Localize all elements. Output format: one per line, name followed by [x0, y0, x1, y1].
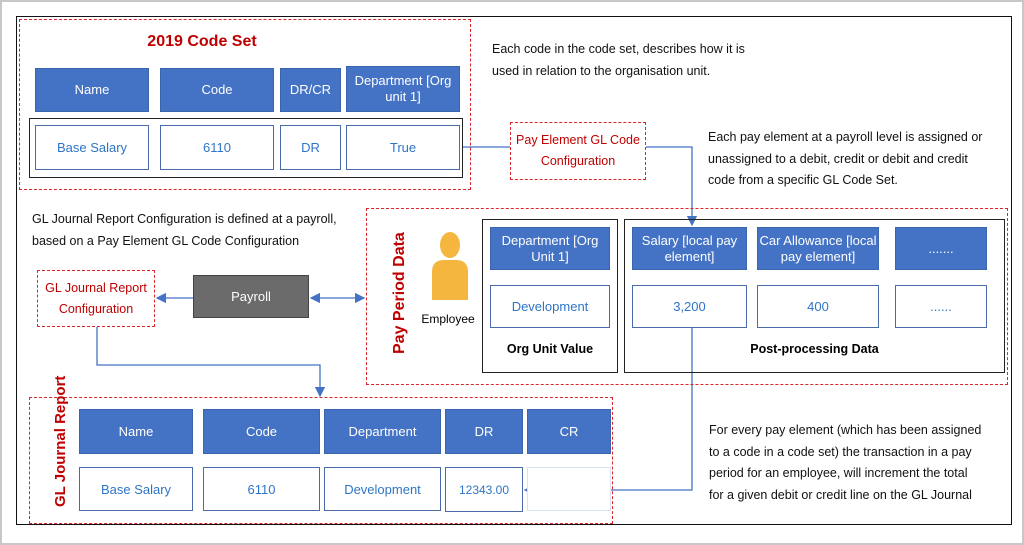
employee-icon	[432, 232, 468, 300]
note-line: Each code in the code set, describes how…	[492, 42, 745, 56]
car-allowance-value: 400	[757, 285, 879, 328]
more-header: .......	[895, 227, 987, 270]
pay-element-note: Each pay element at a payroll level is a…	[708, 127, 982, 192]
note-line: unassigned to a debit, credit or debit a…	[708, 151, 968, 166]
pay-period-panel	[366, 208, 1008, 385]
code-set-row	[29, 118, 463, 178]
gl-journal-report-title: GL Journal Report	[52, 375, 69, 507]
note-line: period for an employee, will increment t…	[709, 466, 968, 480]
note-line: to a code in a code set) the transaction…	[709, 444, 972, 459]
org-unit-value: Development	[490, 285, 610, 328]
report-header-cr: CR	[527, 409, 611, 454]
report-header-dr: DR	[445, 409, 523, 454]
gl-journal-report-panel	[29, 397, 613, 524]
report-header-name: Name	[79, 409, 193, 454]
gl-journal-report-config: GL Journal Report Configuration	[37, 270, 155, 327]
code-set-cell-code: 6110	[160, 125, 274, 170]
code-set-title: 2019 Code Set	[147, 33, 257, 50]
pay-element-gl-code-config: Pay Element GL Code Configuration	[510, 122, 646, 180]
code-set-cell-name: Base Salary	[35, 125, 149, 170]
code-set-cell-department: True	[346, 125, 460, 170]
employee-label: Employee	[421, 312, 475, 326]
report-cell-dr: 12343.00	[445, 467, 523, 512]
org-unit-header: Department [Org Unit 1]	[490, 227, 610, 270]
pay-period-title: Pay Period Data	[391, 232, 408, 354]
code-set-header-name: Name	[35, 68, 149, 112]
config-to-report-arrow	[96, 327, 326, 398]
salary-header: Salary [local pay element]	[632, 227, 747, 270]
salary-value: 3,200	[632, 285, 747, 328]
report-cell-name: Base Salary	[79, 467, 193, 511]
journal-config-note: GL Journal Report Configuration is defin…	[32, 209, 337, 252]
note-line: code from a specific GL Code Set.	[708, 173, 898, 187]
note-line: For every pay element (which has been as…	[709, 423, 982, 437]
more-value: ......	[895, 285, 987, 328]
payroll-box: Payroll	[193, 275, 309, 318]
report-header-code: Code	[203, 409, 320, 454]
note-line: based on a Pay Element GL Code Configura…	[32, 233, 300, 248]
config-to-salary-arrow	[646, 146, 698, 227]
post-processing-label: Post-processing Data	[750, 342, 879, 356]
org-unit-label: Org Unit Value	[506, 342, 594, 356]
code-set-cell-drcr: DR	[280, 125, 341, 170]
note-line: for a given debit or credit line on the …	[709, 487, 972, 502]
report-header-department: Department	[324, 409, 441, 454]
outer-frame	[16, 16, 1012, 525]
code-set-header-code: Code	[160, 68, 274, 112]
code-set-header-drcr: DR/CR	[280, 68, 341, 112]
note-line: Each pay element at a payroll level is a…	[708, 130, 983, 144]
car-allowance-header: Car Allowance [local pay element]	[757, 227, 879, 270]
report-cell-cr	[527, 467, 611, 511]
code-set-panel	[19, 19, 471, 190]
post-processing-box	[624, 219, 1005, 373]
note-line: GL Journal Report Configuration is defin…	[32, 212, 337, 226]
code-set-note: Each code in the code set, describes how…	[492, 39, 745, 82]
report-cell-department: Development	[324, 467, 441, 511]
report-cell-code: 6110	[203, 467, 320, 511]
note-line: used in relation to the organisation uni…	[492, 63, 711, 78]
increment-note: For every pay element (which has been as…	[709, 420, 981, 506]
code-set-header-department: Department [Org unit 1]	[346, 66, 460, 112]
org-unit-box	[482, 219, 618, 373]
